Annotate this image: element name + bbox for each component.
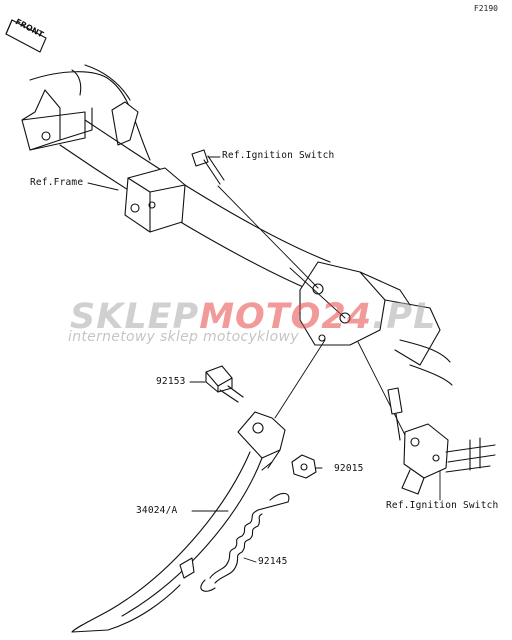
label-ref-frame: Ref.Frame	[30, 177, 84, 188]
part-92153-bolt	[205, 365, 244, 403]
watermark-part4: .PL	[372, 297, 437, 337]
watermark-tagline: internetowy sklep motocyklowy	[68, 329, 299, 345]
frame-outline	[21, 64, 453, 386]
front-direction-badge: FRONT	[5, 17, 47, 53]
part-92145-spring	[200, 492, 290, 592]
label-part-92015: 92015	[334, 463, 364, 474]
label-ref-ignition-switch-bottom: Ref.Ignition Switch	[386, 500, 499, 511]
watermark-part2: MOTO	[199, 297, 322, 337]
label-part-92145: 92145	[258, 556, 288, 567]
label-ref-ignition-switch-top: Ref.Ignition Switch	[222, 150, 335, 161]
ignition-switch-assembly	[387, 387, 496, 495]
watermark-part1: SKLEP	[70, 297, 200, 337]
part-34024a-side-stand	[71, 411, 286, 633]
watermark-part3: 24	[321, 297, 373, 337]
label-part-34024a: 34024/A	[136, 505, 178, 516]
part-92015-nut	[291, 454, 317, 479]
label-part-92153: 92153	[156, 376, 186, 387]
watermark-logo: SKLEPMOTO24.PL	[70, 297, 436, 337]
diagram-code: F2190	[473, 4, 498, 13]
bolt-ignition-ref	[191, 149, 225, 185]
leader-lines	[87, 156, 441, 563]
